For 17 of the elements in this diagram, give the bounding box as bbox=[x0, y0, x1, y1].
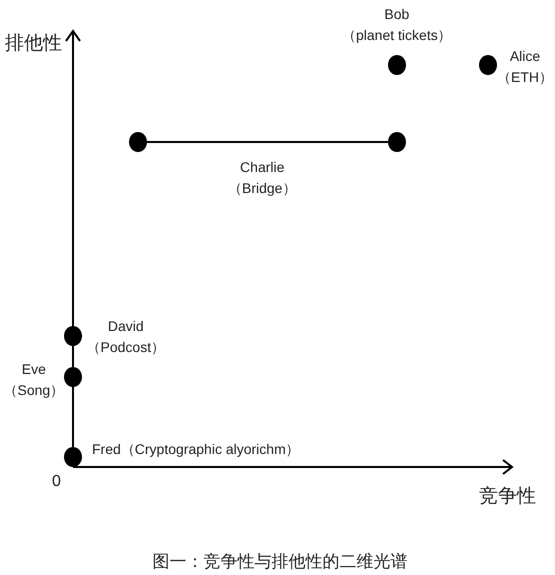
data-point bbox=[388, 132, 406, 152]
data-point bbox=[64, 447, 82, 467]
connector-line bbox=[147, 141, 388, 143]
point-label: Fred（Cryptographic alyorichm） bbox=[92, 440, 300, 459]
data-point bbox=[64, 326, 82, 346]
origin-label: 0 bbox=[52, 472, 61, 492]
point-label: Eve （Song） bbox=[4, 360, 64, 400]
data-point bbox=[129, 132, 147, 152]
data-point bbox=[64, 367, 82, 387]
point-label: David （Podcost） bbox=[86, 317, 166, 357]
data-point bbox=[388, 55, 406, 75]
axis-title: 竞争性 bbox=[479, 485, 536, 509]
axis-title: 排他性 bbox=[5, 32, 62, 56]
point-label: Alice （ETH） bbox=[497, 47, 553, 87]
point-label: Bob （planet tickets） bbox=[342, 5, 452, 45]
caption: 图一：竞争性与排他性的二维光谱 bbox=[152, 551, 408, 573]
data-point bbox=[479, 55, 497, 75]
